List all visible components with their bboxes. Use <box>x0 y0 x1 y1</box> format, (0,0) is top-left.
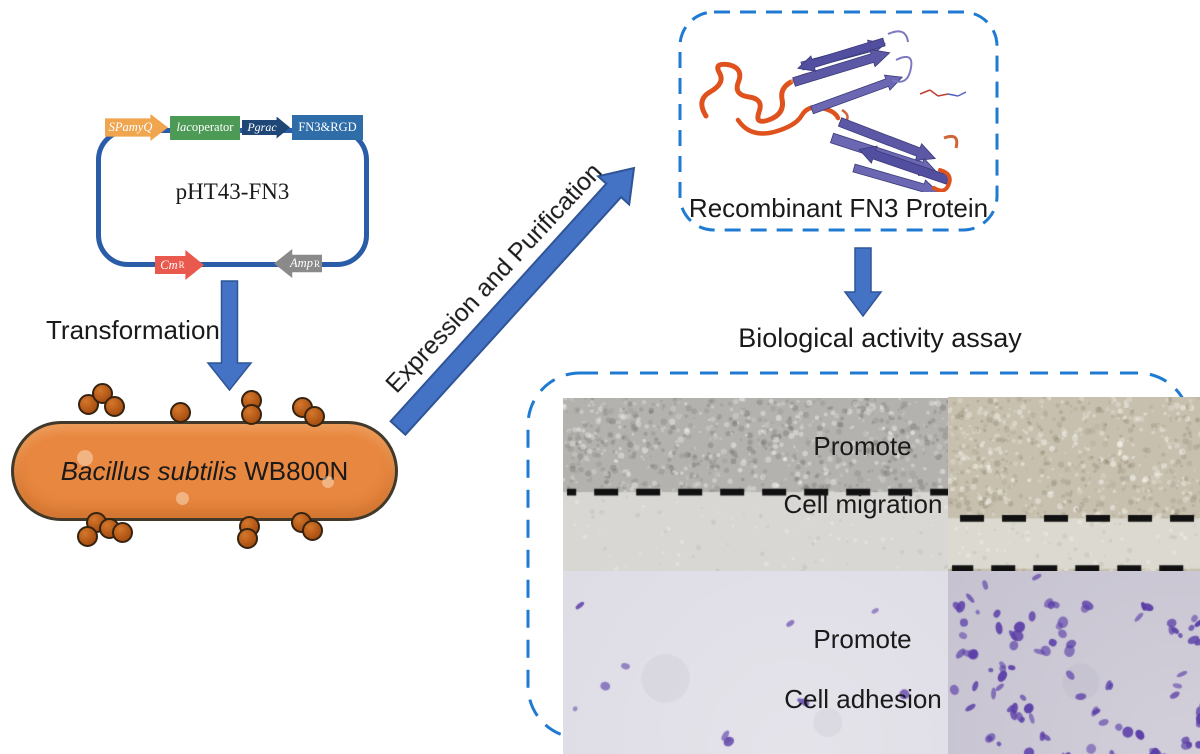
transformation-label: Transformation <box>46 315 220 345</box>
promote-label-migration: Promote <box>813 431 912 461</box>
protein-ribbon-graphic <box>699 30 967 192</box>
cell-adhesion-label: Cell adhesion <box>784 684 942 714</box>
gene-label: Amp <box>290 256 313 270</box>
protein-box-border <box>678 10 999 232</box>
adhesion-image-before <box>563 571 987 754</box>
spore <box>304 406 325 427</box>
spore <box>170 402 191 423</box>
adhesion-image-after <box>948 571 1200 754</box>
cell-migration-label: Cell migration <box>783 489 943 519</box>
gene-box-lac-operator: lac operator <box>170 115 240 140</box>
spore <box>112 522 133 543</box>
promote-label-adhesion: Promote <box>813 624 912 654</box>
bacterium-strain: WB800N <box>237 455 349 486</box>
gene-box-fn3-rgd: FN3&RGD <box>292 115 363 140</box>
gene-arrow-spamyq: SPamyQ <box>105 114 168 141</box>
spore <box>77 526 98 547</box>
spore <box>237 528 258 549</box>
gene-label: SPamyQ <box>108 120 153 134</box>
gene-label: Pgrac <box>247 120 277 134</box>
cell-highlight <box>176 492 189 505</box>
gene-arrow-pgrac: Pgrac <box>242 116 290 139</box>
recombinant-protein-label: Recombinant FN3 Protein <box>688 193 989 223</box>
gene-label: Cm <box>160 257 178 272</box>
spore <box>241 404 262 425</box>
plasmid-gene-row: SPamyQ lac operator Pgrac FN3&RGD <box>105 113 363 142</box>
cell-highlight <box>322 476 334 488</box>
protein-to-assay-arrow <box>843 247 883 318</box>
protein-box <box>678 10 999 232</box>
gene-label: lac <box>176 120 192 134</box>
bacterium-cell: Bacillus subtilis WB800N <box>11 421 398 521</box>
spore <box>302 520 323 541</box>
gene-label: FN3&RGD <box>298 120 357 134</box>
cell-highlight <box>77 450 93 466</box>
plasmid-title: pHT43-FN3 <box>175 179 290 204</box>
bacterium-species: Bacillus subtilis <box>60 455 238 486</box>
bacterium-label: Bacillus subtilis WB800N <box>61 456 349 487</box>
gene-label: operator <box>191 120 234 134</box>
spore <box>104 396 125 417</box>
bioassay-label: Biological activity assay <box>738 323 1022 353</box>
